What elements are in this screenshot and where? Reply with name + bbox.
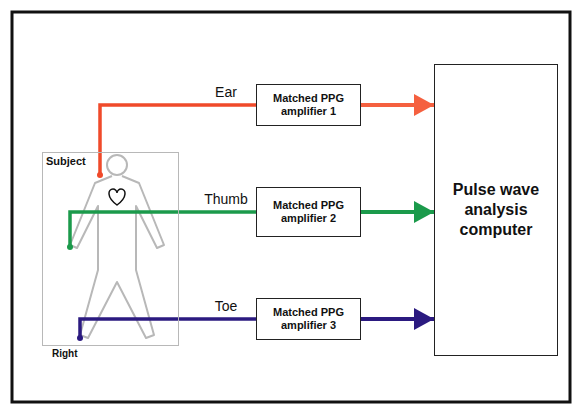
box-text: Subject xyxy=(46,155,175,167)
sensor-cable xyxy=(100,105,256,175)
signal-arrow xyxy=(361,317,434,321)
site-label: Ear xyxy=(214,84,238,100)
site-label: Thumb xyxy=(203,191,249,207)
site-label: Toe xyxy=(214,298,239,314)
box-text: Matched PPG amplifier 3 xyxy=(262,306,355,332)
side-label: Right xyxy=(52,348,78,359)
heart-symbol xyxy=(109,189,125,205)
box-text: Matched PPG amplifier 2 xyxy=(262,199,355,225)
signal-arrow xyxy=(361,210,434,214)
computer-box: Pulse wave analysis computer xyxy=(434,64,558,356)
amplifier-box: Matched PPG amplifier 1 xyxy=(256,84,361,126)
figure-body xyxy=(70,176,164,338)
amplifier-box: Matched PPG amplifier 3 xyxy=(256,298,361,340)
box-text: Pulse wave analysis computer xyxy=(440,180,552,240)
sensor-cable xyxy=(70,212,256,247)
subject-box: Subject xyxy=(42,152,179,346)
figure-head xyxy=(107,155,127,175)
box-text: Matched PPG amplifier 1 xyxy=(262,92,355,118)
frame-border xyxy=(12,12,570,402)
amplifier-box: Matched PPG amplifier 2 xyxy=(256,187,361,237)
sensor-cable xyxy=(80,319,256,338)
signal-arrow xyxy=(361,103,434,107)
